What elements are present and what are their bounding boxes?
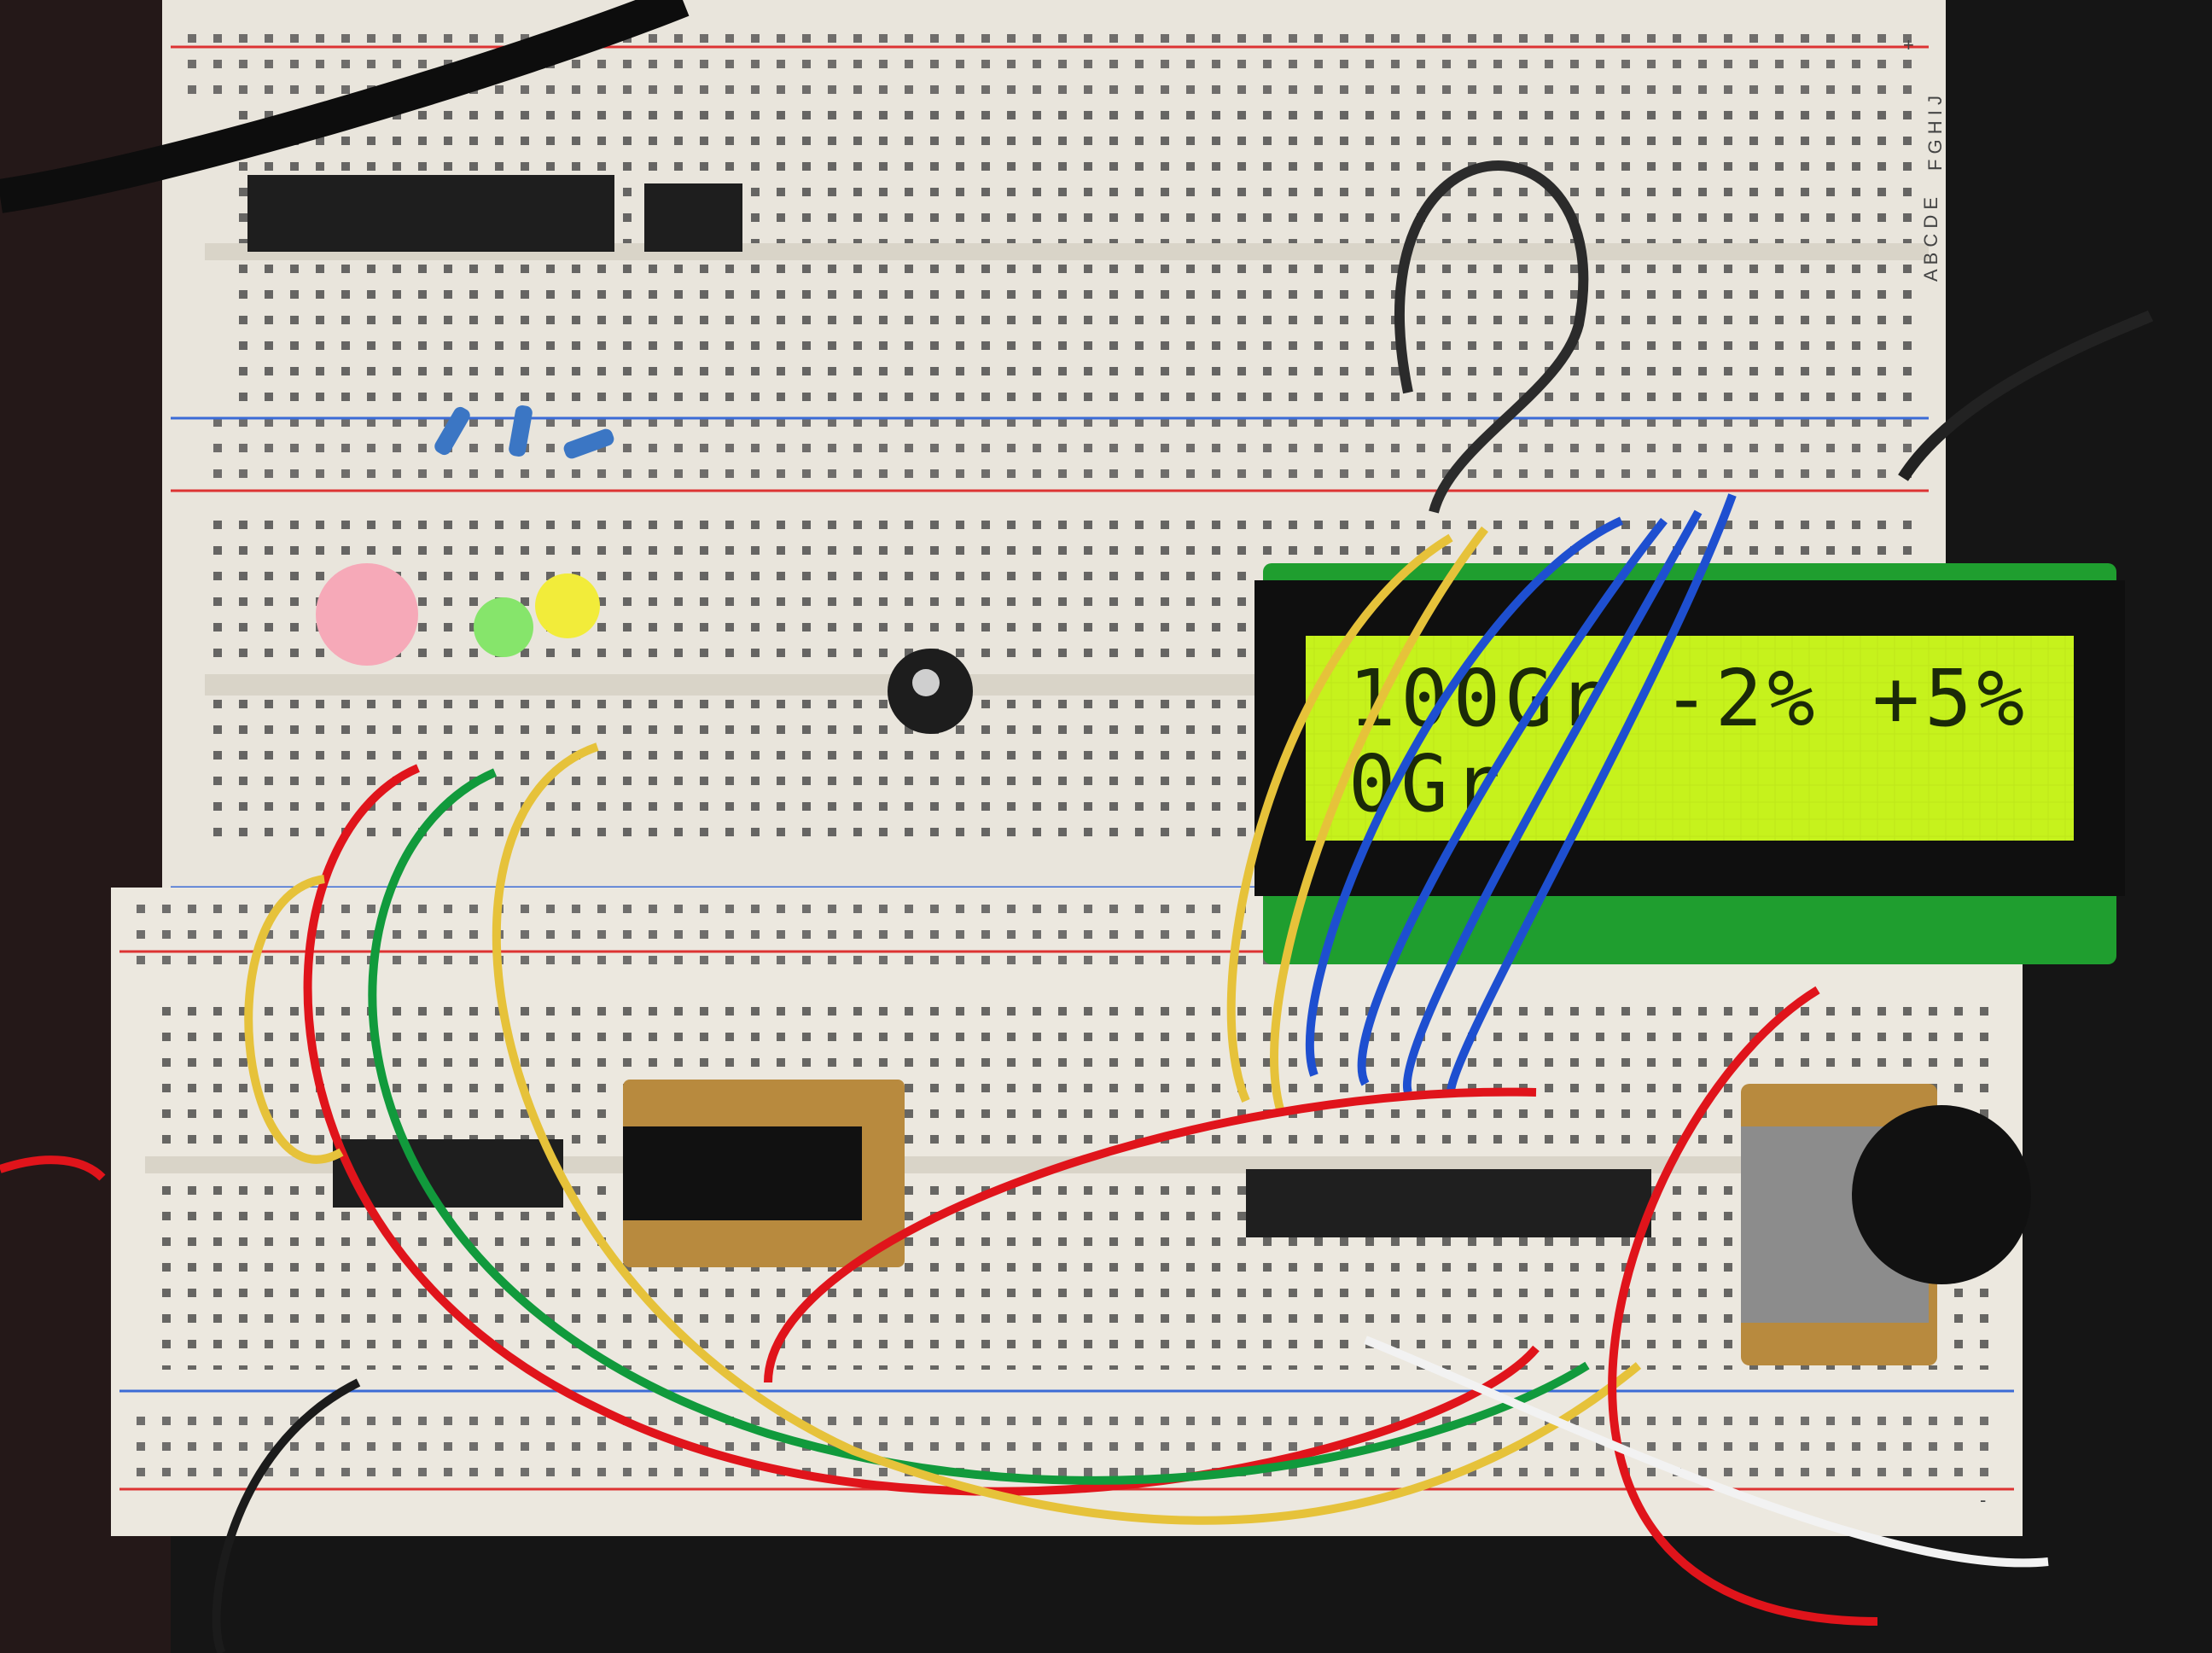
black-cable <box>0 0 690 213</box>
lcd-line-1: 100Gr -2% +5% <box>1348 653 2029 744</box>
black-jumper-loop <box>1394 160 1589 514</box>
rail-plus-label: + <box>1903 34 1914 55</box>
lcd-line-2: 0Gr <box>1348 738 1505 829</box>
row-letters-bottom: F G H I J <box>1924 96 1946 171</box>
dip-ic-atmega <box>1246 1169 1651 1237</box>
rail-minus-label: - <box>1980 1489 1986 1510</box>
yellow-led <box>535 573 600 638</box>
green-led <box>474 597 533 657</box>
isp-header <box>623 1126 862 1220</box>
lcd-wires <box>1226 493 1737 1111</box>
lcd-module: 100Gr -2% +5% 0Gr <box>1254 563 2125 964</box>
dip-ic-left <box>333 1139 563 1208</box>
encoder-knob <box>1852 1105 2031 1284</box>
dip-ic-small <box>644 183 742 252</box>
dip-ic-large <box>247 175 614 252</box>
resistors-top <box>434 405 614 459</box>
lower-breadboard <box>111 888 2023 1536</box>
red-led <box>316 563 418 666</box>
lower-wires <box>0 742 2049 1653</box>
row-letters-top: A B C D E <box>1920 197 1941 282</box>
black-wire-right <box>1898 310 2154 481</box>
